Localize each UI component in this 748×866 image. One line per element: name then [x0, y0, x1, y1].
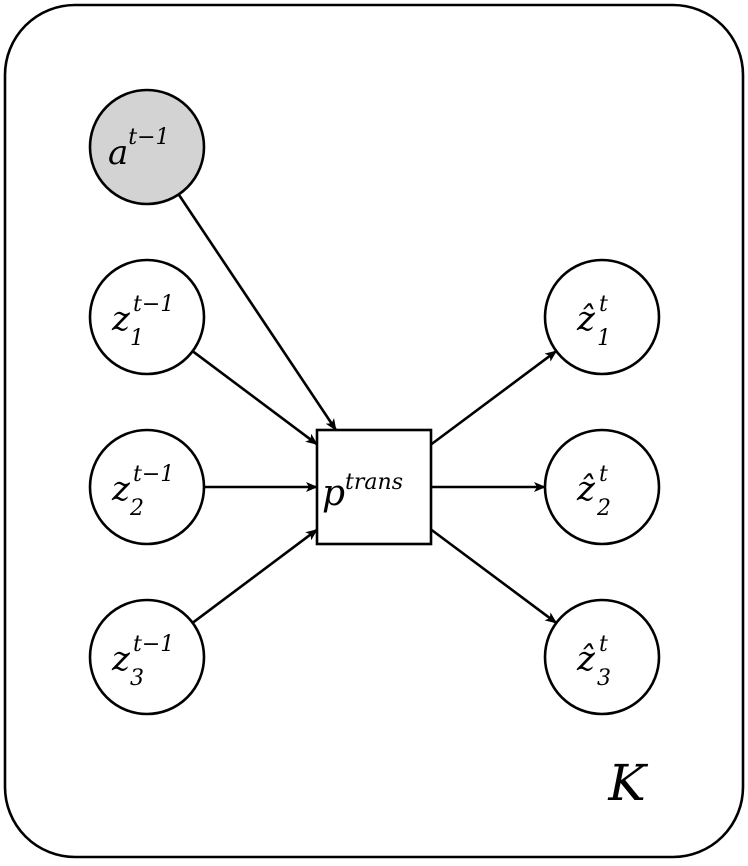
node-zhat3-base: ẑ [576, 639, 596, 679]
node-z3-base: z [111, 639, 131, 679]
node-z2-sub: 2 [129, 496, 144, 521]
node-z1-sub: 1 [130, 326, 144, 351]
edge-z3-to-factor [191, 528, 318, 624]
node-z2-circle [88, 428, 206, 546]
node-zhat3-sup: t [599, 632, 608, 657]
edges [177, 193, 558, 624]
edge-z1-to-factor [191, 350, 318, 446]
node-z2: z t−1 2 [88, 428, 206, 546]
edge-factor-to-zh3 [430, 528, 558, 624]
node-a-base: a [108, 133, 128, 173]
node-zhat3-circle [543, 598, 661, 716]
node-z1-base: z [111, 299, 131, 339]
node-z1-sup: t−1 [133, 292, 174, 317]
transition-factor: ptrans [315, 428, 433, 546]
factor-box [315, 428, 433, 546]
node-z3-sup: t−1 [133, 632, 174, 657]
factor-base: p [322, 473, 345, 514]
node-z1: z t−1 1 [88, 258, 206, 376]
node-zhat3: ẑ t 3 [543, 598, 661, 716]
node-z2-base: z [111, 469, 131, 509]
node-z2-sup: t−1 [133, 462, 174, 487]
node-zhat3-sub: 3 [597, 666, 611, 691]
node-zhat1-sub: 1 [597, 326, 611, 351]
node-zhat2-sup: t [599, 462, 608, 487]
node-a-circle [88, 88, 206, 206]
node-z3: z t−1 3 [88, 598, 206, 716]
edge-a-to-factor [177, 193, 338, 431]
node-zhat2: ẑ t 2 [543, 428, 661, 546]
node-zhat1-circle [543, 258, 661, 376]
plate-label: K [607, 754, 648, 812]
node-z3-circle [88, 598, 206, 716]
factor-sup: trans [345, 470, 403, 495]
node-zhat2-sub: 2 [596, 496, 611, 521]
node-a-sup: t−1 [128, 125, 169, 150]
node-z1-circle [88, 258, 206, 376]
node-zhat1-base: ẑ [576, 299, 596, 339]
node-zhat1-sup: t [599, 292, 608, 317]
edge-factor-to-zh1 [430, 350, 558, 446]
node-a-label: at−1 [108, 125, 170, 173]
factor-label: ptrans [322, 470, 403, 514]
node-zhat2-base: ẑ [576, 469, 596, 509]
node-zhat2-circle [543, 428, 661, 546]
node-zhat1: ẑ t 1 [543, 258, 661, 376]
node-z3-sub: 3 [130, 666, 144, 691]
node-a: at−1 [88, 88, 206, 206]
